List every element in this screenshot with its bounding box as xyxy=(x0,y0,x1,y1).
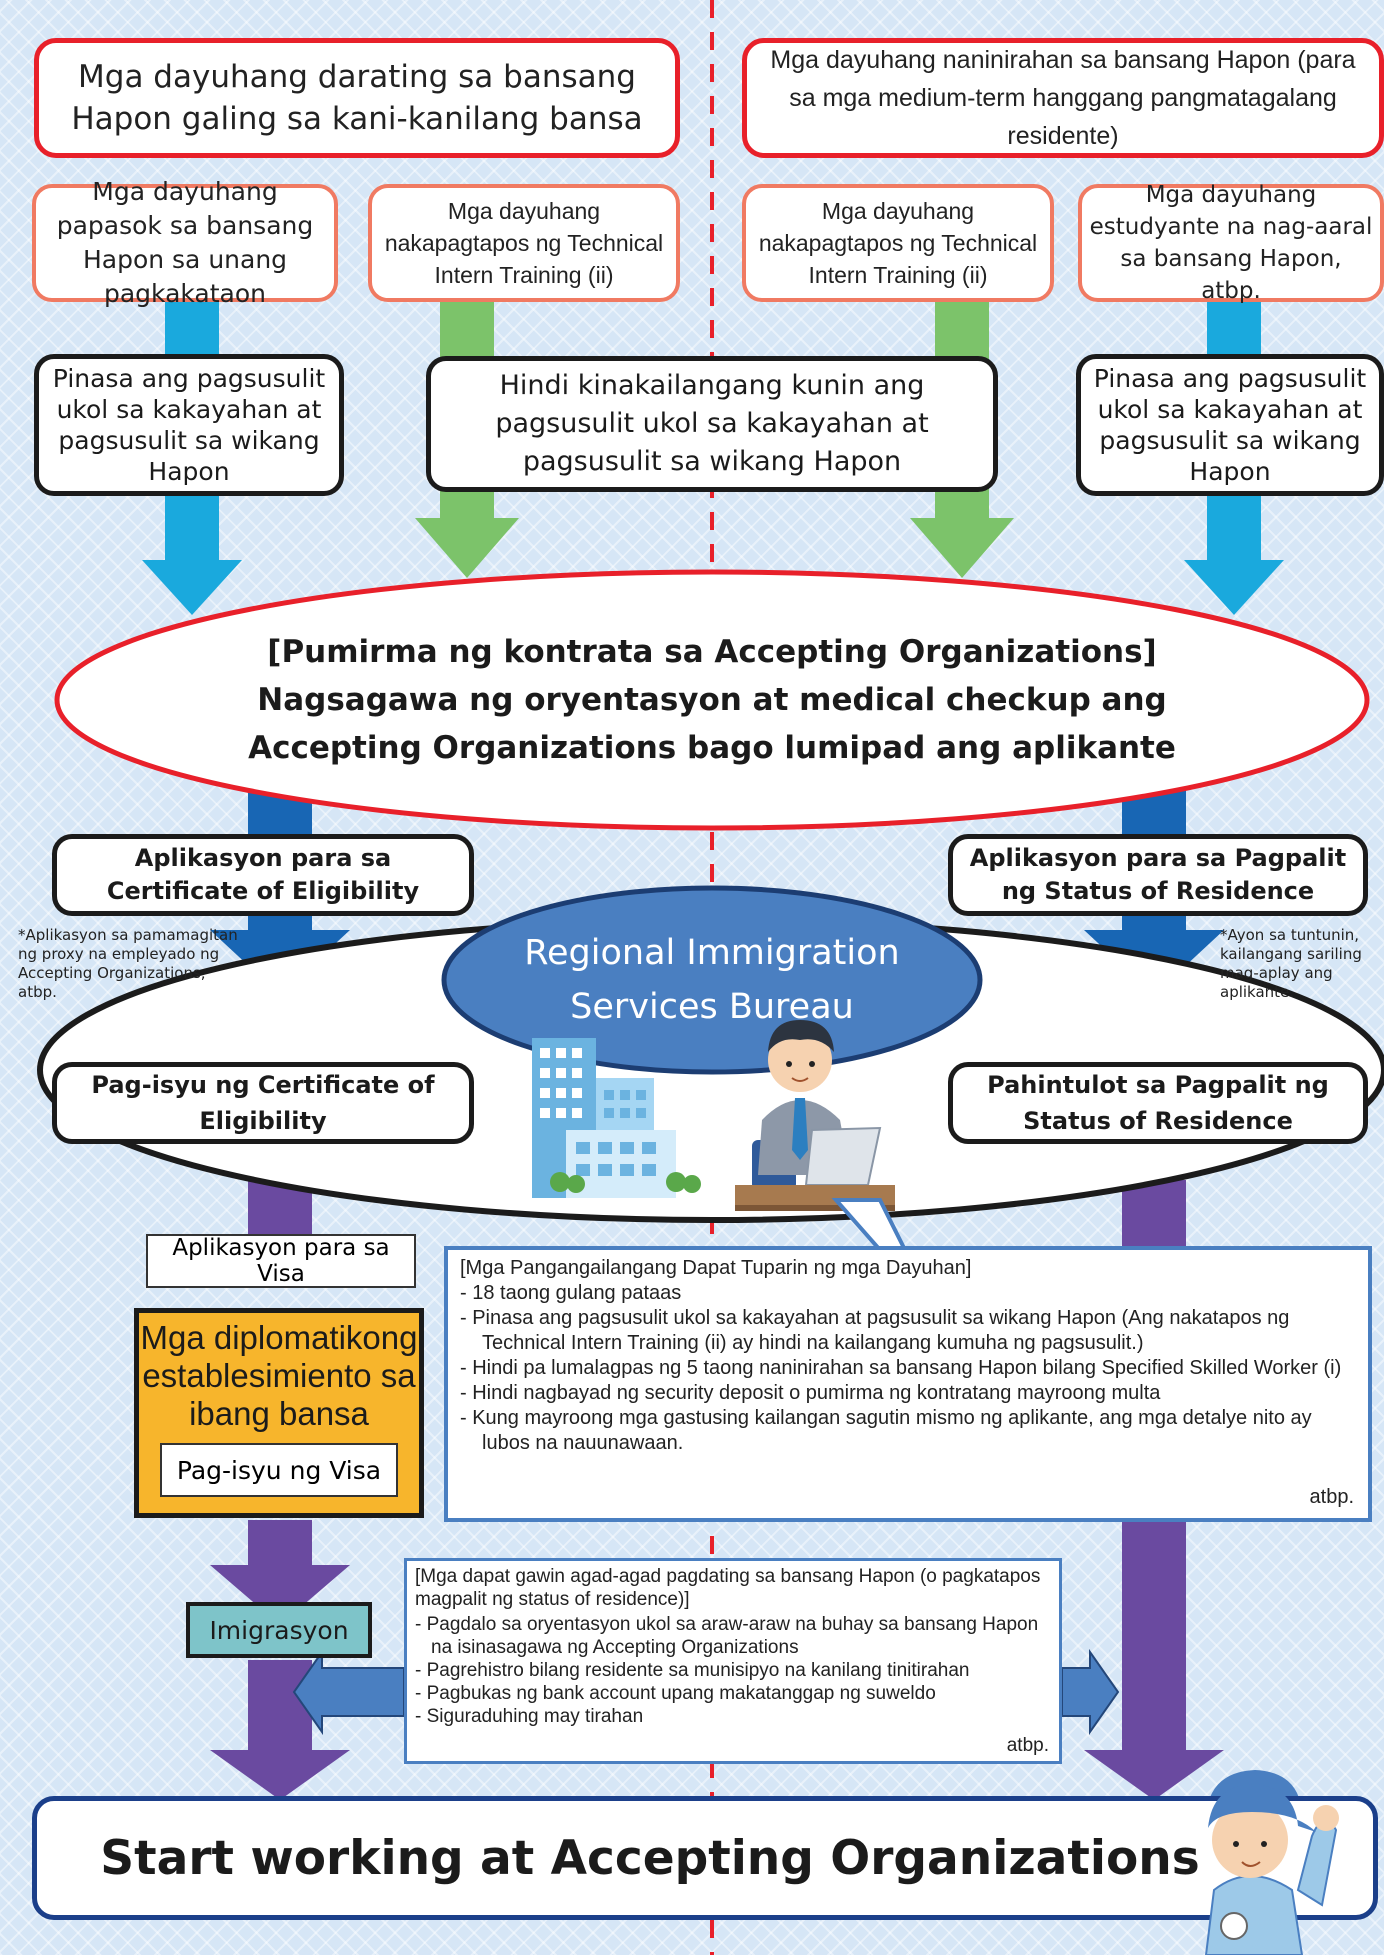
issuance-coe: Pag-isyu ng Certificate of Eligibility xyxy=(91,1071,435,1135)
requirements-title: [Mga Pangangailangang Dapat Tuparin ng m… xyxy=(460,1257,972,1279)
permission-change-status-box: Pahintulot sa Pagpalit ng Status of Resi… xyxy=(948,1062,1368,1144)
requirement-item: - Hindi nagbayad ng security deposit o p… xyxy=(460,1382,1161,1404)
after-arrival-etc: atbp. xyxy=(1006,1735,1049,1756)
top-right-title: Mga dayuhang naninirahan sa bansang Hapo… xyxy=(770,46,1356,150)
top-left-title-box: Mga dayuhang darating sa bansang Hapon g… xyxy=(34,38,680,158)
requirement-item: - Hindi pa lumalagpas ng 5 taong naninir… xyxy=(460,1357,1342,1379)
contract-ellipse-text: [Pumirma ng kontrata sa Accepting Organi… xyxy=(200,620,1224,780)
visa-application-box: Aplikasyon para sa Visa xyxy=(146,1234,416,1288)
after-arrival-list: - Pagdalo sa oryentasyon ukol sa araw-ar… xyxy=(415,1613,1051,1728)
after-arrival-item: - Pagdalo sa oryentasyon ukol sa araw-ar… xyxy=(415,1614,1039,1658)
requirements-list: - 18 taong gulang pataas - Pinasa ang pa… xyxy=(460,1281,1356,1456)
note-proxy: *Aplikasyon sa pamamagitan ng proxy na e… xyxy=(18,926,238,1001)
visa-issuance-box: Pag-isyu ng Visa xyxy=(160,1443,398,1497)
purple-arrow-left-lower xyxy=(210,1660,350,1800)
category-students-box: Mga dayuhang estudyante na nag-aaral sa … xyxy=(1078,182,1384,304)
category-tit-left-box: Mga dayuhang nakapagtapos ng Technical I… xyxy=(368,184,680,302)
category-tit-right: Mga dayuhang nakapagtapos ng Technical I… xyxy=(758,198,1038,288)
category-first-entry-box: Mga dayuhang papasok sa bansang Hapon sa… xyxy=(32,177,338,308)
bureau-name: Regional Immigration Services Bureau xyxy=(524,933,900,1027)
permission-change-status: Pahintulot sa Pagpalit ng Status of Resi… xyxy=(987,1071,1329,1135)
category-first-entry: Mga dayuhang papasok sa bansang Hapon sa… xyxy=(56,177,314,308)
purple-arrow-left-mid xyxy=(210,1520,350,1625)
requirement-item: - Pinasa ang pagsusulit ukol sa kakayaha… xyxy=(460,1307,1290,1354)
requirement-item: - 18 taong gulang pataas xyxy=(460,1282,682,1304)
note-self: *Ayon sa tuntunin, kailangang sariling m… xyxy=(1220,926,1362,1001)
top-right-title-box: Mga dayuhang naninirahan sa bansang Hapo… xyxy=(742,38,1384,158)
passed-tests-right-box: Pinasa ang pagsusulit ukol sa kakayahan … xyxy=(1076,354,1384,496)
after-arrival-title: [Mga dapat gawin agad-agad pagdating sa … xyxy=(415,1566,1041,1610)
after-arrival-item: - Pagrehistro bilang residente sa munisi… xyxy=(415,1660,970,1681)
passed-tests-left-box: Pinasa ang pagsusulit ukol sa kakayahan … xyxy=(34,354,344,496)
immigration: Imigrasyon xyxy=(209,1615,349,1645)
category-tit-right-box: Mga dayuhang nakapagtapos ng Technical I… xyxy=(742,184,1054,302)
bureau-label: Regional Immigration Services Bureau xyxy=(490,920,934,1040)
after-arrival-box: [Mga dapat gawin agad-agad pagdating sa … xyxy=(404,1558,1062,1764)
diplomatic-mission: Mga diplomatikong establesimiento sa iba… xyxy=(140,1319,418,1432)
no-tests-required-box: Hindi kinakailangang kunin ang pagsusuli… xyxy=(426,356,998,492)
buildings-illustration xyxy=(532,1038,701,1198)
top-left-title: Mga dayuhang darating sa bansang Hapon g… xyxy=(71,59,643,137)
passed-tests-left: Pinasa ang pagsusulit ukol sa kakayahan … xyxy=(52,364,326,486)
visa-issuance: Pag-isyu ng Visa xyxy=(176,1455,382,1485)
contract-ellipse xyxy=(54,569,1370,831)
after-arrival-item: - Pagbukas ng bank account upang makatan… xyxy=(415,1683,936,1704)
arrow-to-right-track xyxy=(1061,1648,1120,1736)
start-working-box: Start working at Accepting Organizations xyxy=(32,1796,1378,1920)
after-arrival-item: - Siguraduhing may tirahan xyxy=(415,1706,644,1727)
category-tit-left: Mga dayuhang nakapagtapos ng Technical I… xyxy=(384,198,664,288)
application-coe: Aplikasyon para sa Certificate of Eligib… xyxy=(106,844,420,905)
application-change-status-box: Aplikasyon para sa Pagpalit ng Status of… xyxy=(948,834,1368,916)
requirements-box: [Mga Pangangailangang Dapat Tuparin ng m… xyxy=(444,1246,1372,1522)
requirement-item: - Kung mayroong mga gastusing kailangan … xyxy=(460,1407,1312,1454)
application-change-status: Aplikasyon para sa Pagpalit ng Status of… xyxy=(969,844,1347,905)
issuance-coe-box: Pag-isyu ng Certificate of Eligibility xyxy=(52,1062,474,1144)
contract-line2: Nagsagawa ng oryentasyon at medical chec… xyxy=(248,682,1176,766)
contract-line1: [Pumirma ng kontrata sa Accepting Organi… xyxy=(267,634,1157,670)
start-working: Start working at Accepting Organizations xyxy=(100,1830,1200,1886)
immigration-box: Imigrasyon xyxy=(186,1602,372,1658)
officer-illustration xyxy=(735,1020,895,1211)
application-coe-box: Aplikasyon para sa Certificate of Eligib… xyxy=(52,834,474,916)
no-tests-required: Hindi kinakailangang kunin ang pagsusuli… xyxy=(495,370,929,477)
visa-application: Aplikasyon para sa Visa xyxy=(172,1235,390,1287)
bureau-blue-ellipse xyxy=(441,885,983,1075)
diplomatic-mission-box: Mga diplomatikong establesimiento sa iba… xyxy=(134,1308,424,1518)
category-students: Mga dayuhang estudyante na nag-aaral sa … xyxy=(1089,182,1373,304)
requirements-etc: atbp. xyxy=(1309,1486,1354,1508)
passed-tests-right: Pinasa ang pagsusulit ukol sa kakayahan … xyxy=(1093,364,1367,486)
